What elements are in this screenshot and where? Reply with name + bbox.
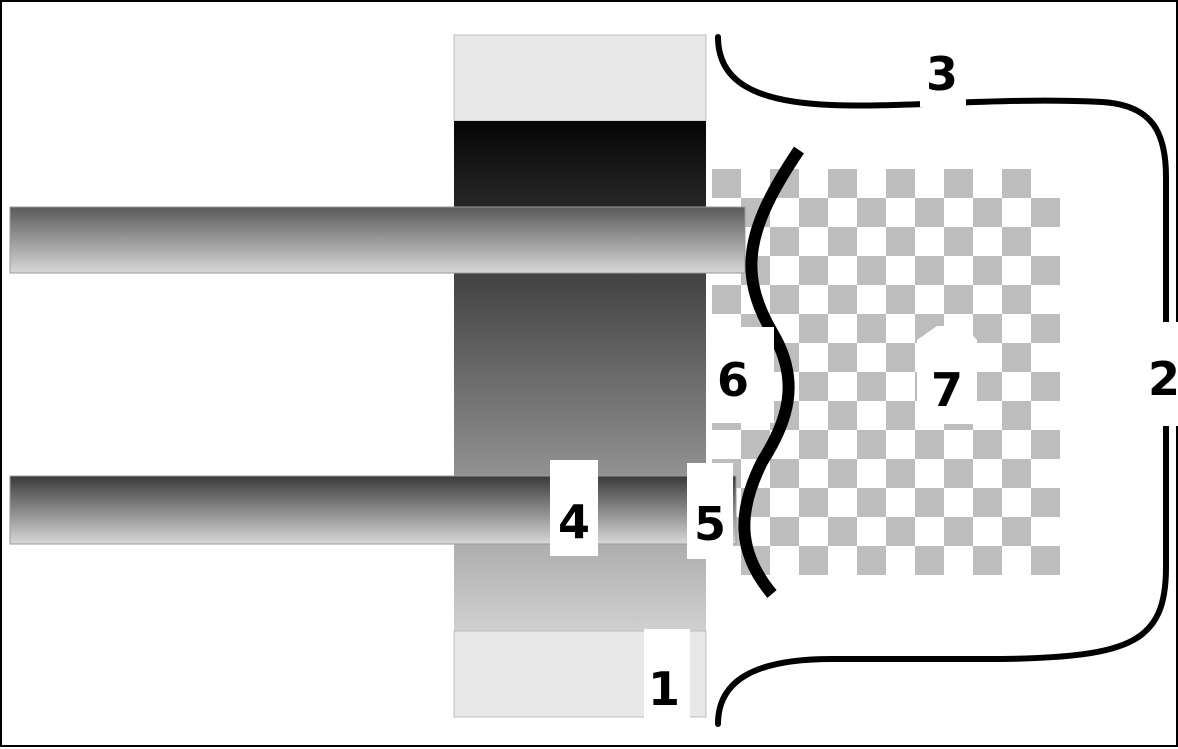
label-bg-2: [1142, 322, 1178, 426]
label-5: 5: [694, 497, 726, 551]
label-7: 7: [931, 363, 963, 417]
label-bg-7: [917, 326, 977, 424]
block: [453, 34, 707, 718]
label-3: 3: [926, 47, 958, 101]
label-4: 4: [558, 495, 590, 549]
label-bg-5: [687, 463, 733, 559]
label-bg-3: [920, 47, 966, 107]
label-bg-4: [550, 460, 598, 556]
block-top-cap: [453, 34, 707, 122]
outer-bracket-curve: [715, 34, 1169, 727]
label-6: 6: [717, 353, 749, 407]
wavy-divider-line: [738, 146, 804, 598]
label-bg-1: [644, 629, 690, 721]
upper-rod: [9, 206, 746, 274]
label-bg-6: [708, 327, 774, 423]
lower-rod: [9, 475, 737, 545]
label-2: 2: [1148, 352, 1178, 406]
label-1: 1: [648, 662, 680, 716]
